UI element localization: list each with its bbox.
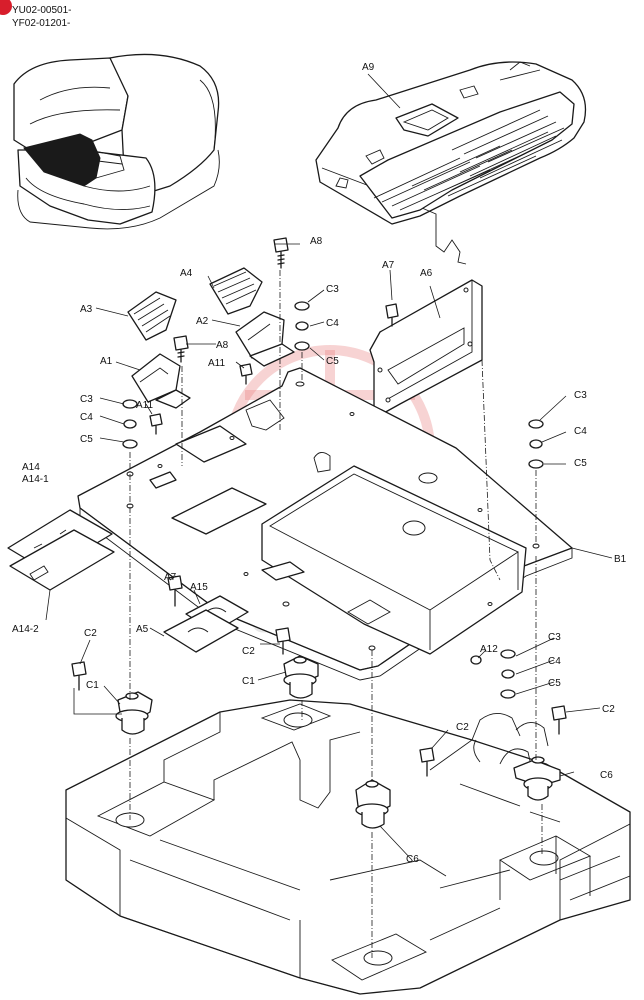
callout-a2: A2 [196, 316, 209, 327]
pedal-bracket-a1 [131, 353, 191, 409]
callout-c6-right: C6 [600, 770, 613, 781]
callout-c2-left: C2 [84, 628, 97, 639]
floor-mat [315, 61, 587, 265]
callout-c3-center: C3 [326, 284, 339, 295]
callout-a6: A6 [420, 268, 433, 279]
mount-c6-center [355, 779, 391, 829]
bolt-a8-upper [273, 237, 289, 269]
mount-c1-center [283, 655, 319, 699]
callout-a14: A14 [22, 462, 40, 473]
mount-c6-right [513, 756, 561, 801]
bolt-c2-left [71, 661, 87, 691]
callout-c2-right: C2 [602, 704, 615, 715]
callout-a8-lower: A8 [216, 340, 229, 351]
callout-a3: A3 [80, 304, 93, 315]
floor-plate [77, 367, 573, 681]
callout-a8-upper: A8 [310, 236, 323, 247]
mat-a14-2 [9, 529, 115, 591]
callout-a15: A15 [190, 582, 208, 593]
serial-range-2: YF02-01201- [12, 18, 70, 29]
washer-stack-left [122, 399, 138, 449]
bolt-c2-right [551, 705, 567, 735]
upper-frame [65, 699, 631, 995]
callout-c4-left: C4 [80, 412, 93, 423]
bolt-a11-lower [149, 413, 163, 435]
pedal-a3 [127, 291, 177, 341]
callout-c3-lower: C3 [548, 632, 561, 643]
pedal-bracket-a2 [235, 311, 295, 367]
callout-c4-lower: C4 [548, 656, 561, 667]
callout-c1-left: C1 [86, 680, 99, 691]
callout-c5-right: C5 [574, 458, 587, 469]
callout-c6-center: C6 [406, 854, 419, 865]
callout-b1: B1 [614, 554, 627, 565]
callout-c3-right: C3 [574, 390, 587, 401]
callout-a7-upper: A7 [382, 260, 395, 271]
washer-stack-center [294, 301, 310, 351]
header-badge [0, 0, 12, 15]
callout-c1-center: C1 [242, 676, 255, 687]
callout-a1: A1 [100, 356, 113, 367]
bolt-a7-upper [385, 303, 399, 327]
mount-c1-left [115, 691, 153, 735]
callout-a14-1: A14-1 [22, 474, 49, 485]
washer-stack-right [528, 419, 544, 469]
callout-c5-lower: C5 [548, 678, 561, 689]
callout-a14-2: A14-2 [12, 624, 39, 635]
callout-a5: A5 [136, 624, 149, 635]
callout-leaders [45, 73, 613, 861]
callout-a11-upper: A11 [208, 358, 225, 369]
callout-c5-center: C5 [326, 356, 339, 367]
serial-range-1: YU02-00501- [12, 5, 71, 16]
bolt-a8-lower [173, 335, 189, 363]
callout-a4: A4 [180, 268, 193, 279]
callout-labels: A9 A8 A4 A7 A6 C3 A3 A2 C4 A8 A1 C5 A11 … [12, 62, 627, 865]
pedal-a4 [209, 267, 263, 315]
bolt-a7-lower [167, 575, 183, 607]
cap-a12 [470, 655, 482, 665]
callout-a7-lower: A7 [164, 572, 177, 583]
key-map-thumbnail [13, 53, 220, 230]
callout-c5-left: C5 [80, 434, 93, 445]
callout-c4-right: C4 [574, 426, 587, 437]
bolt-a11-upper [239, 363, 253, 385]
callout-a9: A9 [362, 62, 375, 73]
callout-a12: A12 [480, 644, 498, 655]
washer-stack-lower-right [500, 649, 516, 699]
callout-c3-left: C3 [80, 394, 93, 405]
bolt-c2-lower [419, 747, 435, 777]
plate-a5 [163, 609, 239, 653]
bolt-c2-center [275, 627, 291, 655]
callout-c2-center: C2 [242, 646, 255, 657]
alignment-guides [129, 270, 543, 958]
callout-c4-center: C4 [326, 318, 339, 329]
callout-c2-lower: C2 [456, 722, 469, 733]
callout-a11-lower: A11 [136, 400, 153, 411]
side-bracket [369, 279, 483, 415]
